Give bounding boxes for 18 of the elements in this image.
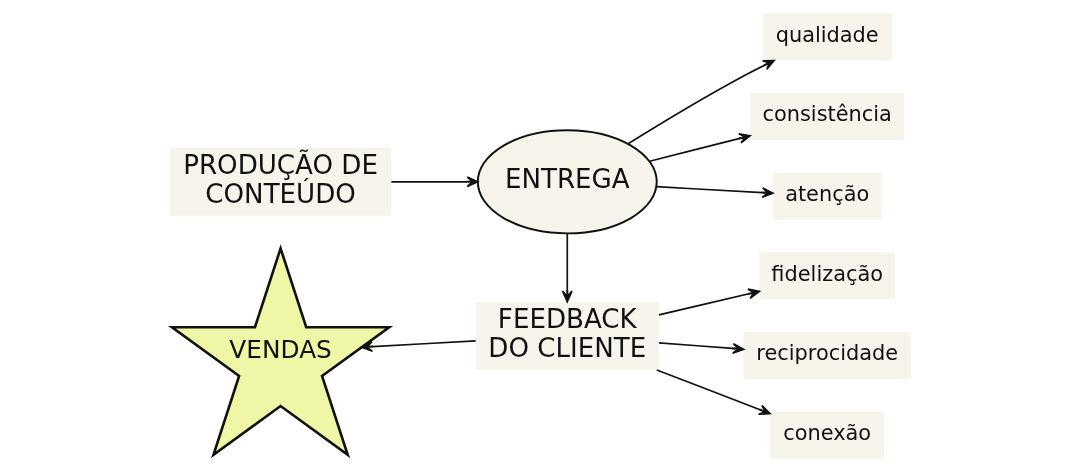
arrow xyxy=(657,288,760,316)
arrow xyxy=(561,232,573,303)
arrow xyxy=(360,340,477,353)
node-box: reciprocidade xyxy=(743,332,911,379)
arrow xyxy=(657,341,744,354)
arrow xyxy=(626,59,775,145)
arrow xyxy=(648,132,751,163)
node-box: fidelização xyxy=(758,252,895,300)
arrow xyxy=(389,176,479,188)
arrow xyxy=(655,185,774,199)
arrow xyxy=(655,369,771,416)
node-box: conexão xyxy=(769,411,884,459)
node-box: atenção xyxy=(772,172,881,220)
node-box: PRODUÇÃO DE CONTEÚDO xyxy=(169,147,391,216)
node-ellipse: ENTREGA xyxy=(476,129,658,235)
node-box: consistência xyxy=(749,93,904,140)
node-box: FEEDBACK DO CLIENTE xyxy=(475,301,659,370)
node-box: qualidade xyxy=(762,13,892,61)
